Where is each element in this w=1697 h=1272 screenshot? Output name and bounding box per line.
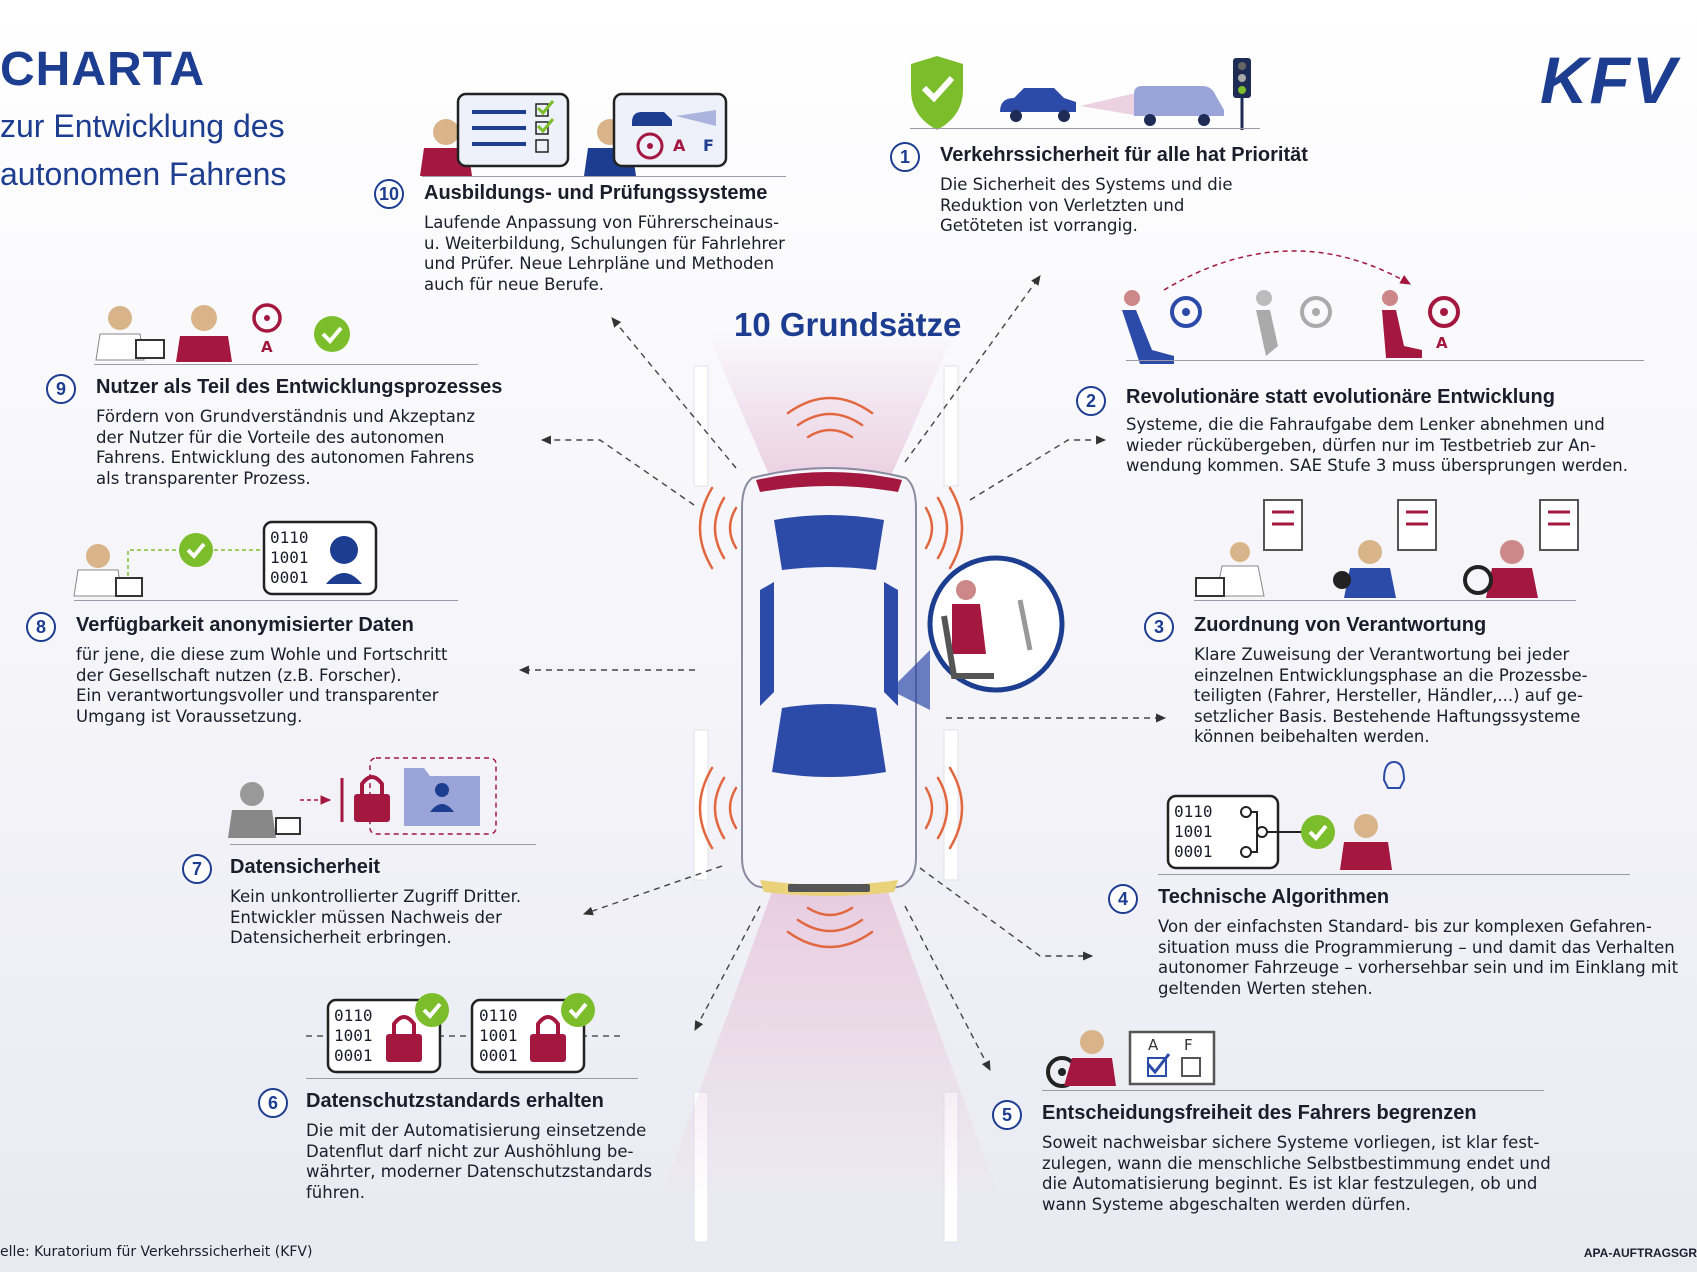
item5-icons	[1046, 1030, 1216, 1088]
credit-note: APA-AUFTRAGSGR	[1583, 1246, 1697, 1260]
code-line: 0110	[1174, 802, 1213, 821]
item-heading: Technische Algorithmen	[1158, 886, 1390, 908]
item10-label-f: F	[703, 136, 714, 155]
item-body: Systeme, die die Fahraufgabe dem Lenker …	[1126, 415, 1629, 476]
code-line: 1001	[479, 1026, 518, 1045]
code-line: 0001	[1174, 842, 1213, 861]
item-divider	[74, 600, 458, 601]
item-body: Fördern von Grundverständnis und Akzepta…	[96, 407, 475, 488]
code-line: 0110	[479, 1006, 518, 1025]
item6-code-a: 0110 1001 0001	[334, 1006, 373, 1066]
code-line: 0001	[270, 568, 309, 587]
item-divider	[1126, 360, 1644, 361]
driver-inset-icon	[890, 555, 1065, 710]
item-heading: Entscheidungsfreiheit des Fahrers begren…	[1042, 1102, 1477, 1124]
number-badge: 10	[374, 179, 404, 209]
item-heading: Ausbildungs- und Prüfungssysteme	[424, 182, 768, 204]
item4-icons	[1166, 760, 1406, 870]
subtitle-line-2: autonomen Fahrens	[0, 156, 287, 192]
item-divider	[306, 1078, 638, 1079]
item-heading: Datenschutzstandards erhalten	[306, 1090, 604, 1112]
rear-sensor-beam	[660, 870, 1000, 1200]
number-badge: 5	[992, 1100, 1022, 1130]
item-divider	[94, 364, 478, 365]
item8-icons	[73, 520, 378, 597]
item-heading: Verkehrssicherheit für alle hat Prioritä…	[940, 144, 1308, 166]
item-divider	[1042, 1090, 1544, 1091]
number-badge: 7	[182, 854, 212, 884]
number-badge: 9	[46, 374, 76, 404]
item-body: für jene, die diese zum Wohle und Fortsc…	[76, 645, 448, 726]
item1-icons	[911, 56, 1251, 130]
autonomous-car-icon	[741, 467, 917, 896]
code-line: 0110	[270, 528, 309, 547]
page-subtitle: zur Entwicklung des autonomen Fahrens	[0, 102, 286, 198]
item-divider	[1158, 874, 1630, 875]
item-body: Kein unkontrollierter Zugriff Dritter. E…	[230, 887, 522, 948]
item-heading: Datensicherheit	[230, 856, 381, 878]
connector-lines	[518, 275, 1167, 1071]
number-badge: 6	[258, 1088, 288, 1118]
item9-label-a: A	[261, 338, 273, 356]
item10-label-a: A	[673, 136, 686, 155]
item4-code: 0110 1001 0001	[1174, 802, 1213, 862]
item-body: Soweit nachweisbar sichere Systeme vorli…	[1042, 1133, 1551, 1214]
source-note: elle: Kuratorium für Verkehrssicherheit …	[0, 1244, 313, 1260]
item9-icons	[95, 303, 350, 362]
item6-icons	[306, 993, 620, 1074]
number-badge: 1	[890, 142, 920, 172]
number-badge: 8	[26, 612, 56, 642]
code-line: 0110	[334, 1006, 373, 1025]
item-divider	[230, 844, 536, 845]
item8-code: 0110 1001 0001	[270, 528, 309, 588]
item-body: Die mit der Automatisierung einsetzende …	[306, 1121, 653, 1202]
item-body: Von der einfachsten Standard- bis zur ko…	[1158, 917, 1679, 998]
code-line: 1001	[270, 548, 309, 567]
code-line: 0001	[479, 1046, 518, 1065]
item-heading: Zuordnung von Verantwortung	[1194, 614, 1487, 636]
item-body: Die Sicherheit des Systems und die Reduk…	[940, 175, 1233, 236]
item7-icons	[228, 757, 497, 838]
kfv-logo: KFV	[1540, 43, 1678, 117]
item6-code-b: 0110 1001 0001	[479, 1006, 518, 1066]
item-divider	[1194, 600, 1576, 601]
item2-icons	[1122, 290, 1460, 364]
radar-waves	[698, 396, 964, 949]
center-title: 10 Grundsätze	[734, 306, 962, 343]
code-line: 1001	[1174, 822, 1213, 841]
item3-icons	[1195, 499, 1579, 598]
number-badge: 3	[1144, 612, 1174, 642]
code-line: 1001	[334, 1026, 373, 1045]
item-divider	[422, 176, 786, 177]
item-heading: Revolutionäre statt evolutionäre Entwick…	[1126, 386, 1555, 408]
item-heading: Verfügbarkeit anonymisierter Daten	[76, 614, 414, 636]
number-badge: 4	[1108, 884, 1138, 914]
item-body: Klare Zuweisung der Verantwortung bei je…	[1194, 645, 1588, 747]
item-divider	[910, 128, 1260, 129]
item-body: Laufende Anpassung von Führerscheinaus- …	[424, 213, 785, 294]
code-line: 0001	[334, 1046, 373, 1065]
number-badge: 2	[1076, 386, 1106, 416]
item10-icons	[420, 92, 728, 176]
item2-label-a: A	[1436, 334, 1448, 352]
item-heading: Nutzer als Teil des Entwicklungsprozesse…	[96, 376, 503, 398]
item5-label-a: A	[1148, 1036, 1159, 1054]
subtitle-line-1: zur Entwicklung des	[0, 108, 285, 144]
level-transition-arrow	[1163, 250, 1412, 291]
item5-label-f: F	[1184, 1036, 1193, 1054]
page-title: CHARTA	[0, 43, 206, 96]
